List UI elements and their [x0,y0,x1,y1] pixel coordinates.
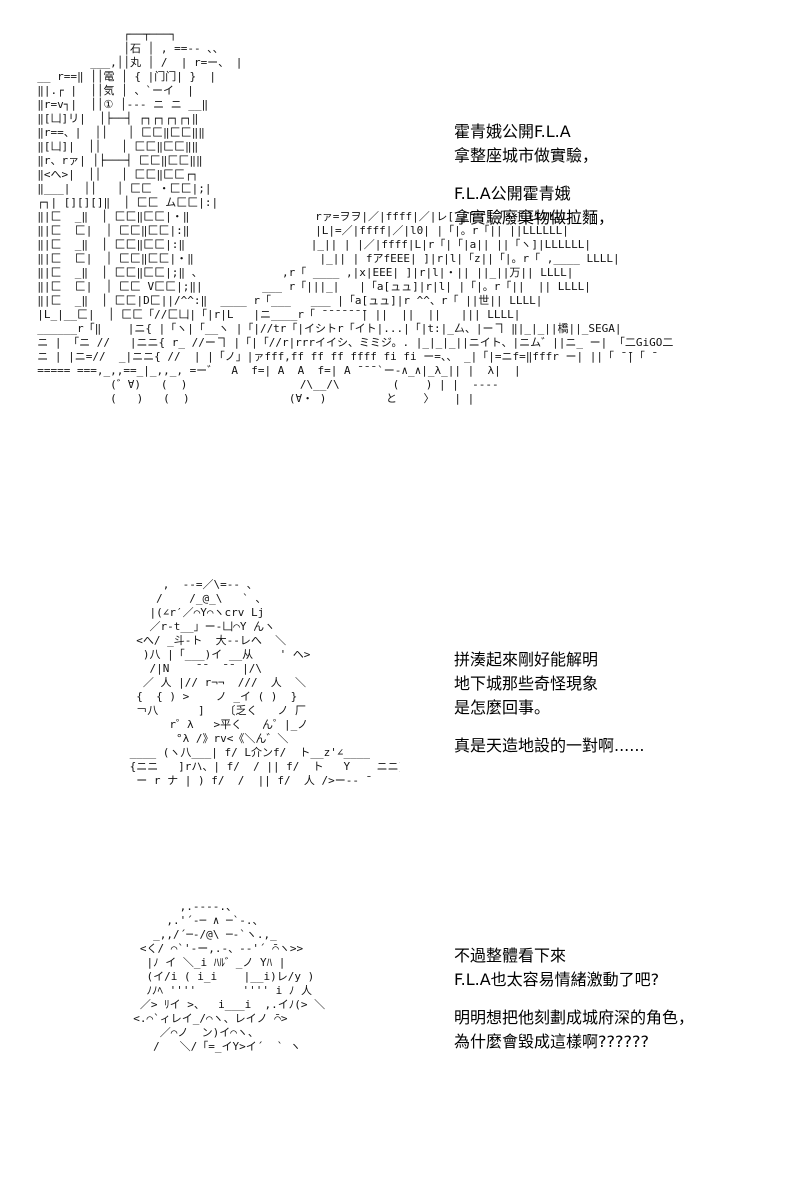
caption-block-1: 霍青娥公開F.L.A 拿整座城市做實驗， F.L.A公開霍青娥 拿實驗廢棄物做拉… [454,120,784,244]
caption-line: 拿整座城市做實驗， [454,146,599,165]
caption-paragraph: 真是天造地設的一對啊...... [454,734,784,758]
caption-line: 地下城那些奇怪現象 [454,674,599,693]
caption-line: 不過整體看下來 [454,946,567,965]
ascii-art-character-2: ,.-‐‐-.、 ,.'´-─ ∧ ─`‐.、 _,,/´─‐/@\ ─‐`ヽ.… [133,900,326,1053]
caption-paragraph: 不過整體看下來 F.L.A也太容易情緒激動了吧? [454,944,784,992]
caption-line: F.L.A公開霍青娥 [454,184,571,203]
caption-paragraph: 拼湊起來剛好能解明 地下城那些奇怪現象 是怎麼回事。 [454,648,784,720]
caption-block-3: 不過整體看下來 F.L.A也太容易情緒激動了吧? 明明想把他刻劃成城府深的角色，… [454,944,784,1068]
caption-paragraph: F.L.A公開霍青娥 拿實驗廢棄物做拉麵， [454,182,784,230]
caption-line: 霍青娥公開F.L.A [454,122,571,141]
caption-line: 是怎麼回事。 [454,698,551,717]
ascii-art-cityscape: ┌──┬───┐ │石 │ , ==-- 、、 ___,││丸 │ / | r=… [37,28,674,405]
caption-line: 明明想把他刻劃成城府深的角色， [454,1008,695,1027]
caption-paragraph: 明明想把他刻劃成城府深的角色， 為什麼會毀成這樣啊?????? [454,1006,784,1054]
caption-line: 為什麼會毀成這樣啊?????? [454,1032,649,1051]
ascii-art-character-1: , --=／\=-- 、 / /_@_\ ` 、 |(∠r′／⌒Y⌒ヽcrv L… [129,578,400,787]
caption-line: 真是天造地設的一對啊...... [454,736,645,755]
caption-line: F.L.A也太容易情緒激動了吧? [454,970,660,989]
caption-paragraph: 霍青娥公開F.L.A 拿整座城市做實驗， [454,120,784,168]
caption-line: 拿實驗廢棄物做拉麵， [454,208,615,227]
caption-line: 拼湊起來剛好能解明 [454,650,599,669]
caption-block-2: 拼湊起來剛好能解明 地下城那些奇怪現象 是怎麼回事。 真是天造地設的一對啊...… [454,648,784,772]
